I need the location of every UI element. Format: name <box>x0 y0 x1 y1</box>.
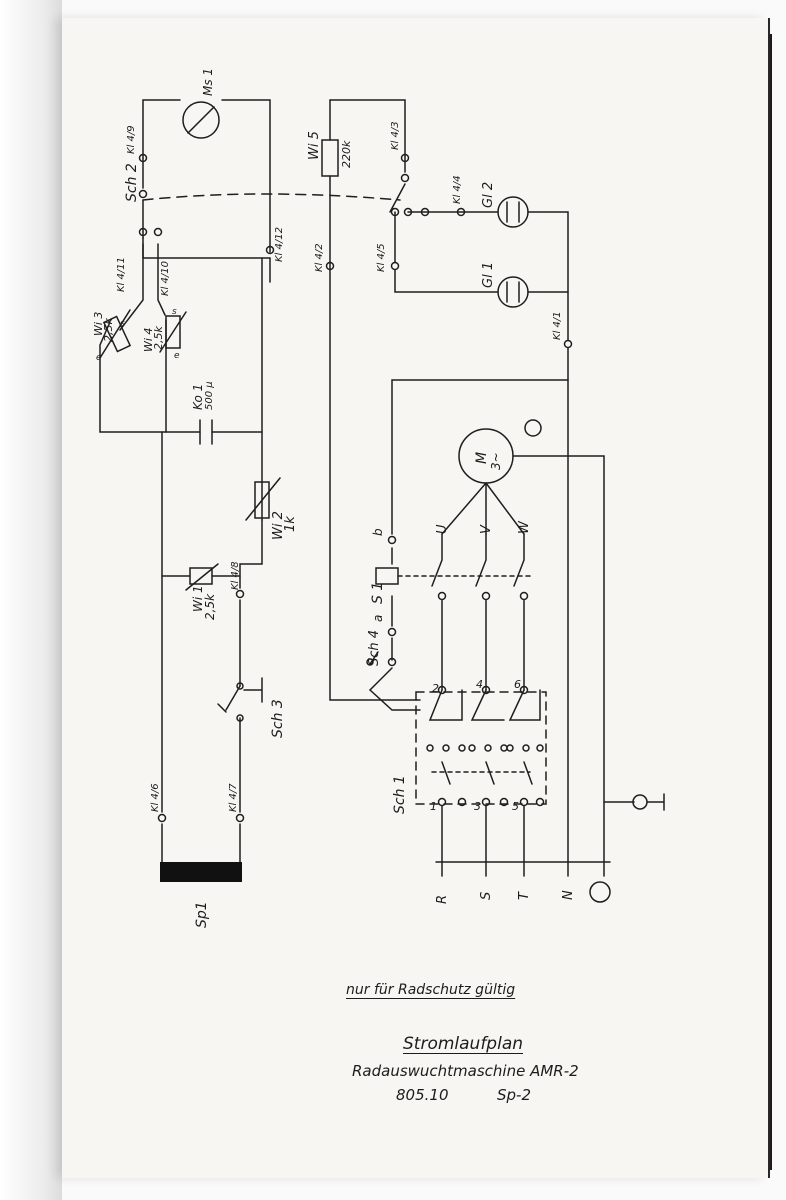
label-kl4-3: Kl 4/3 <box>390 121 401 150</box>
ground-bus-symbol <box>589 881 611 903</box>
plan-sheet-id: Sp-2 <box>497 1086 531 1104</box>
label-wi2: Wi 2 <box>271 511 286 540</box>
wire <box>368 667 421 711</box>
label-wi2-value: 1k <box>283 516 298 532</box>
label-sch4: Sch 4 <box>367 630 382 666</box>
label-gl2: Gl 2 <box>481 182 496 208</box>
label-u: U <box>435 524 450 534</box>
lamp-gl2 <box>497 196 529 228</box>
label-kl4-10: Kl 4/10 <box>160 261 171 296</box>
label-wi3-value: 2,5k <box>102 318 115 342</box>
label-kl4-5: Kl 4/5 <box>376 243 387 272</box>
label-ms1: Ms 1 <box>201 68 215 96</box>
label-wi4: Wi 4 <box>142 328 155 352</box>
label-terminal-3: 3 <box>474 800 481 813</box>
label-wi5-value: 220k <box>340 140 353 168</box>
wire <box>119 243 144 331</box>
label-w: W <box>517 520 532 534</box>
wire <box>239 519 263 589</box>
label-contact-a: a <box>371 615 385 622</box>
label-kl4-11: Kl 4/11 <box>116 257 127 292</box>
label-wi1-value: 2,5k <box>203 593 217 620</box>
label-ko1-value: 500 μ <box>204 381 215 410</box>
label-sch2: Sch 2 <box>124 163 140 202</box>
label-sp1: Sp1 <box>194 901 210 928</box>
label-v: V <box>479 524 494 534</box>
resistor-wi5 <box>321 139 339 177</box>
label-motor-m: M <box>474 452 490 464</box>
label-phase-t: T <box>517 891 532 900</box>
label-kl4-6: Kl 4/6 <box>150 783 161 812</box>
label-wi5: Wi 5 <box>307 131 322 160</box>
wire <box>391 379 569 535</box>
ground-terminal <box>632 794 648 810</box>
wire <box>142 99 181 159</box>
label-terminal-1: 1 <box>430 800 437 813</box>
label-kl4-1: Kl 4/1 <box>552 311 563 340</box>
label-phase-r: R <box>435 895 450 904</box>
wire <box>394 269 499 293</box>
binding-shadow <box>0 0 62 1200</box>
label-kl4-8: Kl 4/8 <box>230 561 241 590</box>
label-contact-e-2: e <box>174 351 180 361</box>
switch-sch4 <box>369 651 379 665</box>
label-s1: S 1 <box>370 582 386 604</box>
label-wi3: Wi 3 <box>92 312 105 336</box>
wire <box>99 321 201 433</box>
label-terminal-4: 4 <box>476 678 483 691</box>
wire <box>329 261 421 701</box>
wire <box>389 183 406 213</box>
wire <box>221 99 271 253</box>
label-motor-phase: 3~ <box>489 452 503 470</box>
label-kl4-9: Kl 4/9 <box>126 125 137 154</box>
switch-sch3 <box>225 685 241 711</box>
label-terminal-2: 2 <box>432 682 439 695</box>
meter-ms1 <box>182 101 220 139</box>
resistor-wi1 <box>189 567 213 585</box>
mechanical-link <box>142 193 401 201</box>
label-sch3: Sch 3 <box>270 699 286 738</box>
label-terminal-5: 5 <box>512 800 519 813</box>
resistor-wi4 <box>165 315 181 349</box>
label-contact-b: b <box>371 528 385 536</box>
label-gl1: Gl 1 <box>481 262 496 288</box>
label-kl4-4: Kl 4/4 <box>452 175 463 204</box>
label-sch1: Sch 1 <box>392 775 408 814</box>
label-contact-s-2: s <box>172 307 177 317</box>
label-kl4-2: Kl 4/2 <box>314 243 325 272</box>
wire <box>157 243 166 316</box>
capacitor-ko1 <box>199 419 213 445</box>
plan-title: Stromlaufplan <box>403 1034 524 1054</box>
wire <box>329 99 406 173</box>
plan-number: 805.10 <box>396 1086 449 1104</box>
label-phase-s: S <box>479 892 494 900</box>
relay-s1 <box>375 567 399 585</box>
ground-symbol-motor <box>524 419 542 437</box>
label-contact-e-1: e <box>96 353 102 363</box>
validity-note: nur für Radschutz gültig <box>346 982 516 998</box>
label-neutral-n: N <box>561 890 576 900</box>
switch-block-sch1 <box>415 691 547 805</box>
wire <box>527 211 569 341</box>
wire <box>142 231 271 259</box>
resistor-wi2 <box>254 481 270 519</box>
plan-subtitle: Radauswuchtmaschine AMR-2 <box>352 1062 579 1080</box>
label-kl4-7: Kl 4/7 <box>228 783 239 812</box>
label-kl4-12: Kl 4/12 <box>274 227 285 262</box>
resistor-wi3 <box>102 315 132 353</box>
lamp-gl1 <box>497 276 529 308</box>
component-sp1 <box>160 862 242 882</box>
label-contact-s-1: s <box>120 319 125 329</box>
label-ko1: Ko 1 <box>191 384 205 410</box>
label-terminal-6: 6 <box>514 678 521 691</box>
label-wi4-value: 2,5k <box>152 326 165 350</box>
label-wi1: Wi 1 <box>191 585 205 612</box>
